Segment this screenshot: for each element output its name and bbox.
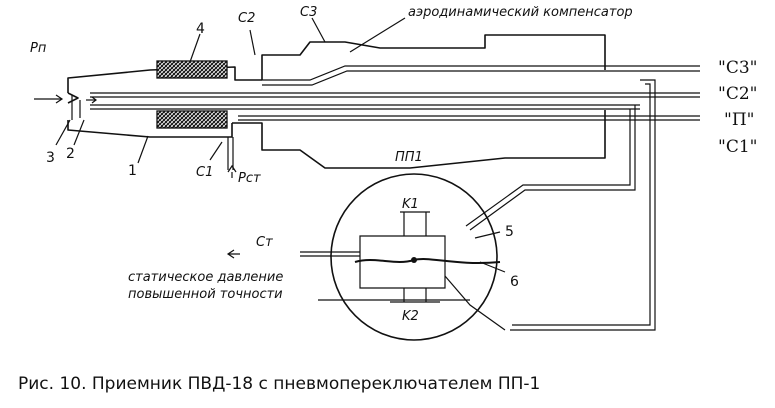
label-k2: K2 (402, 309, 419, 324)
receiver-body (67, 34, 606, 169)
label-st: Cт (256, 235, 273, 250)
label-1: 1 (128, 163, 137, 179)
label-static-line1: статическое давление (128, 270, 283, 285)
label-pn: Pп (30, 41, 47, 56)
label-5: 5 (505, 224, 514, 240)
label-pst: Pст (238, 171, 261, 186)
label-k1: K1 (402, 197, 419, 212)
label-pp1: ПП1 (395, 150, 423, 165)
label-aero-compensator: аэродинамический компенсатор (408, 5, 633, 20)
c3-pipe-to-switch (510, 79, 656, 331)
heater-element-top (156, 60, 228, 79)
label-c1: C1 (196, 165, 213, 180)
figure-caption: Рис. 10. Приемник ПВД-18 с пневмопереклю… (18, 374, 540, 394)
output-p: "П" (724, 110, 754, 130)
output-c2: "C2" (718, 84, 757, 104)
output-c1: "C1" (718, 137, 757, 157)
label-static-line2: повышенной точности (128, 287, 283, 302)
label-c2: C2 (238, 11, 255, 26)
p-pipe-to-switch (469, 105, 636, 231)
output-c3: "C3" (718, 58, 757, 78)
label-c3: C3 (300, 5, 317, 20)
label-6: 6 (510, 274, 519, 290)
heater-element-bottom (156, 110, 228, 129)
label-2: 2 (66, 146, 75, 162)
pneumatic-switch-pp1 (226, 173, 506, 341)
label-4: 4 (196, 21, 205, 37)
pressure-tubes (86, 65, 700, 121)
label-3: 3 (46, 150, 55, 166)
